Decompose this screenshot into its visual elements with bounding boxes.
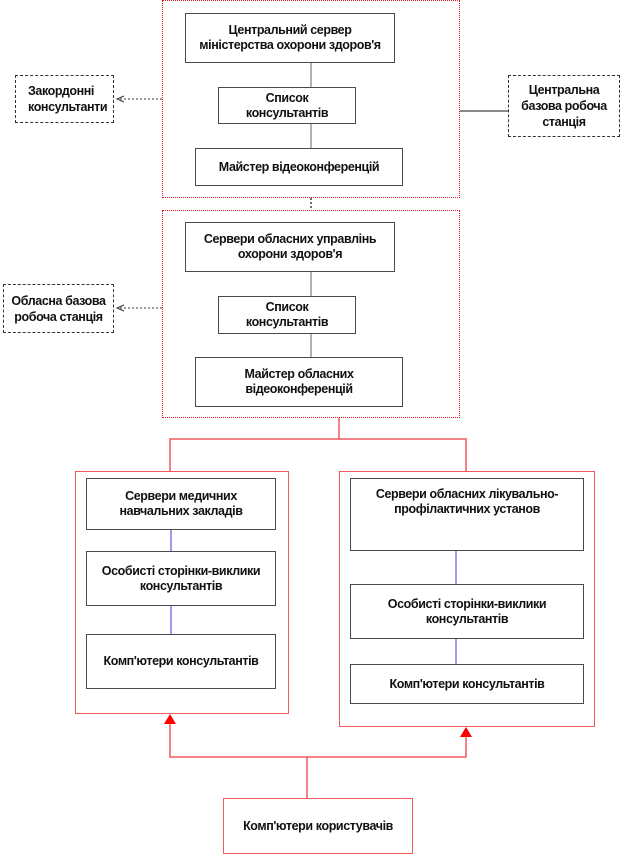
connector-users-to-branches	[169, 724, 308, 798]
connector-regional-to-clinics	[339, 438, 467, 471]
connector-regional-to-branches	[169, 418, 340, 471]
medical-school-servers[interactable]: Сервери медичних навчальних закладів	[86, 478, 276, 530]
clinic-personal-call-pages[interactable]: Особисті сторінки-виклики консультантів	[350, 584, 584, 639]
regional-videoconference-master[interactable]: Майстер обласних відеоконференцій	[195, 357, 403, 407]
medical-personal-call-pages[interactable]: Особисті сторінки-виклики консультантів	[86, 551, 276, 606]
arrowhead-to-clinic-group	[460, 727, 472, 737]
connector-users-to-clinics	[307, 737, 467, 758]
central-base-workstation[interactable]: Центральна базова робоча станція	[508, 75, 620, 137]
clinics-group	[339, 471, 595, 727]
foreign-consultants[interactable]: Закордонні консультанти	[15, 75, 114, 123]
central-ministry-server[interactable]: Центральний сервер міністерства охорони …	[185, 13, 395, 63]
regional-consultant-list[interactable]: Список консультантів	[218, 296, 356, 334]
arrowhead-foreign	[115, 95, 125, 103]
regional-base-workstation[interactable]: Обласна базова робоча станція	[3, 284, 114, 333]
regional-health-servers[interactable]: Сервери обласних управлінь охорони здоро…	[185, 222, 395, 272]
videoconference-master[interactable]: Майстер відеоконференцій	[195, 148, 403, 186]
user-computers[interactable]: Комп'ютери користувачів	[223, 798, 413, 854]
regional-group	[162, 210, 460, 418]
arrowhead-regional	[115, 304, 125, 312]
arrowhead-to-med-group	[164, 714, 176, 724]
ministry-consultant-list[interactable]: Список консультантів	[218, 87, 356, 124]
clinic-servers[interactable]: Сервери обласних лікувально-профілактичн…	[350, 478, 584, 551]
medical-consultant-computers[interactable]: Комп'ютери консультантів	[86, 634, 276, 689]
medical-schools-group	[75, 471, 289, 714]
ministry-group	[162, 0, 460, 198]
clinic-consultant-computers[interactable]: Комп'ютери консультантів	[350, 664, 584, 704]
